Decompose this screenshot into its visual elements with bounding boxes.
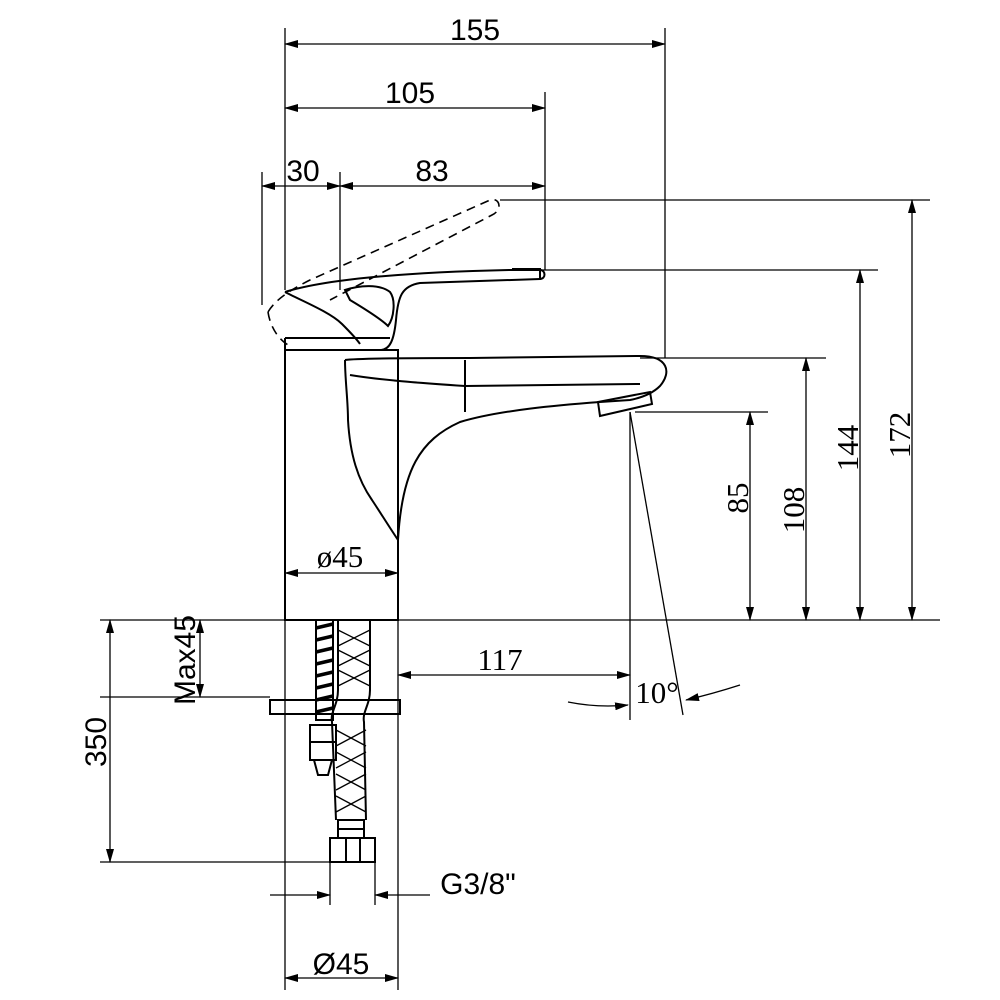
extension-lines xyxy=(100,28,940,990)
dim-105-label: 105 xyxy=(385,77,435,110)
dim-83-label: 83 xyxy=(415,155,448,188)
dim-85-label: 85 xyxy=(720,483,755,514)
dim-155-label: 155 xyxy=(450,14,500,47)
dim-144-label: 144 xyxy=(830,424,865,471)
dim-max45-label: Max45 xyxy=(169,615,202,705)
dim-angle-label: 10° xyxy=(635,675,678,710)
angle-arc-right xyxy=(685,684,741,701)
dim-30-label: 30 xyxy=(286,155,319,188)
angle-arc-left xyxy=(567,701,629,711)
dim-172-label: 172 xyxy=(882,412,917,459)
dim-117-label: 117 xyxy=(477,642,522,677)
hose-braid xyxy=(335,629,371,813)
dimension-lines xyxy=(106,40,916,982)
stud-thread xyxy=(315,622,334,714)
raised-lever-phantom xyxy=(267,198,500,347)
dim-108-label: 108 xyxy=(776,487,811,534)
dim-350-label: 350 xyxy=(80,717,113,767)
spout xyxy=(344,354,668,541)
dim-g38-label: G3/8" xyxy=(440,868,516,901)
dim-body-diameter-label: ø45 xyxy=(317,539,364,574)
faucet-body xyxy=(284,337,399,621)
under-counter-assembly xyxy=(269,619,401,863)
dim-base-diameter-label: Ø45 xyxy=(313,948,370,981)
